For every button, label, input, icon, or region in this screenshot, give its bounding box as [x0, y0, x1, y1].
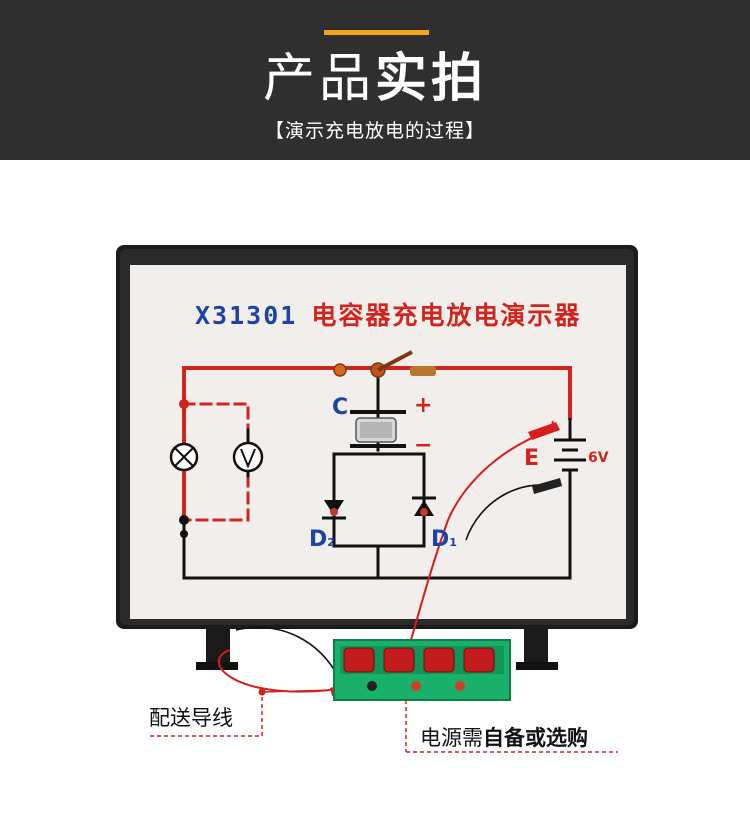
diode-d1-letter: D [431, 527, 450, 552]
board-title: X31301 电容器充电放电演示器 [195, 296, 581, 332]
capacitor-label: C [332, 395, 349, 420]
voltmeter-icon [232, 441, 264, 473]
capacitor-minus-label: − [414, 433, 433, 458]
lamp-icon [169, 442, 199, 472]
board-model: X31301 [195, 301, 298, 330]
battery-symbol-icon [554, 418, 586, 496]
diode-d2-sub: 2 [327, 536, 335, 549]
caption-pointers [150, 688, 618, 753]
diode-d2-label: D2 [309, 528, 335, 555]
source-plus-label: + [546, 416, 560, 435]
header-banner: 产品实拍 【演示充电放电的过程】 [0, 0, 750, 160]
source-label: E [524, 446, 540, 471]
power-caption-prefix: 电源需 [420, 726, 483, 750]
title-part-1: 产品 [262, 49, 375, 109]
power-caption-bold: 自备或选购 [483, 726, 588, 750]
power-caption: 电源需自备或选购 [420, 722, 588, 752]
diode-d2-icon [322, 500, 346, 520]
leads-caption: 配送导线 [149, 706, 233, 730]
board-name: 电容器充电放电演示器 [311, 301, 582, 330]
capacitor-component [355, 417, 397, 443]
diode-d1-sub: 1 [449, 536, 457, 549]
page-subtitle: 【演示充电放电的过程】 [264, 120, 485, 142]
diode-d1-icon [412, 496, 436, 516]
page-title: 产品实拍 [0, 44, 750, 114]
title-part-2: 实拍 [375, 49, 488, 109]
demo-board [116, 245, 638, 629]
battery-cells [343, 647, 495, 673]
battery-box [333, 639, 511, 701]
knife-switch [333, 350, 436, 378]
voltage-label: 6V [588, 450, 609, 466]
diode-d2-letter: D [309, 527, 328, 552]
accent-bar [324, 30, 429, 35]
diode-d1-label: D1 [431, 528, 457, 555]
terminals [179, 399, 189, 538]
capacitor-plus-label: + [414, 393, 433, 418]
